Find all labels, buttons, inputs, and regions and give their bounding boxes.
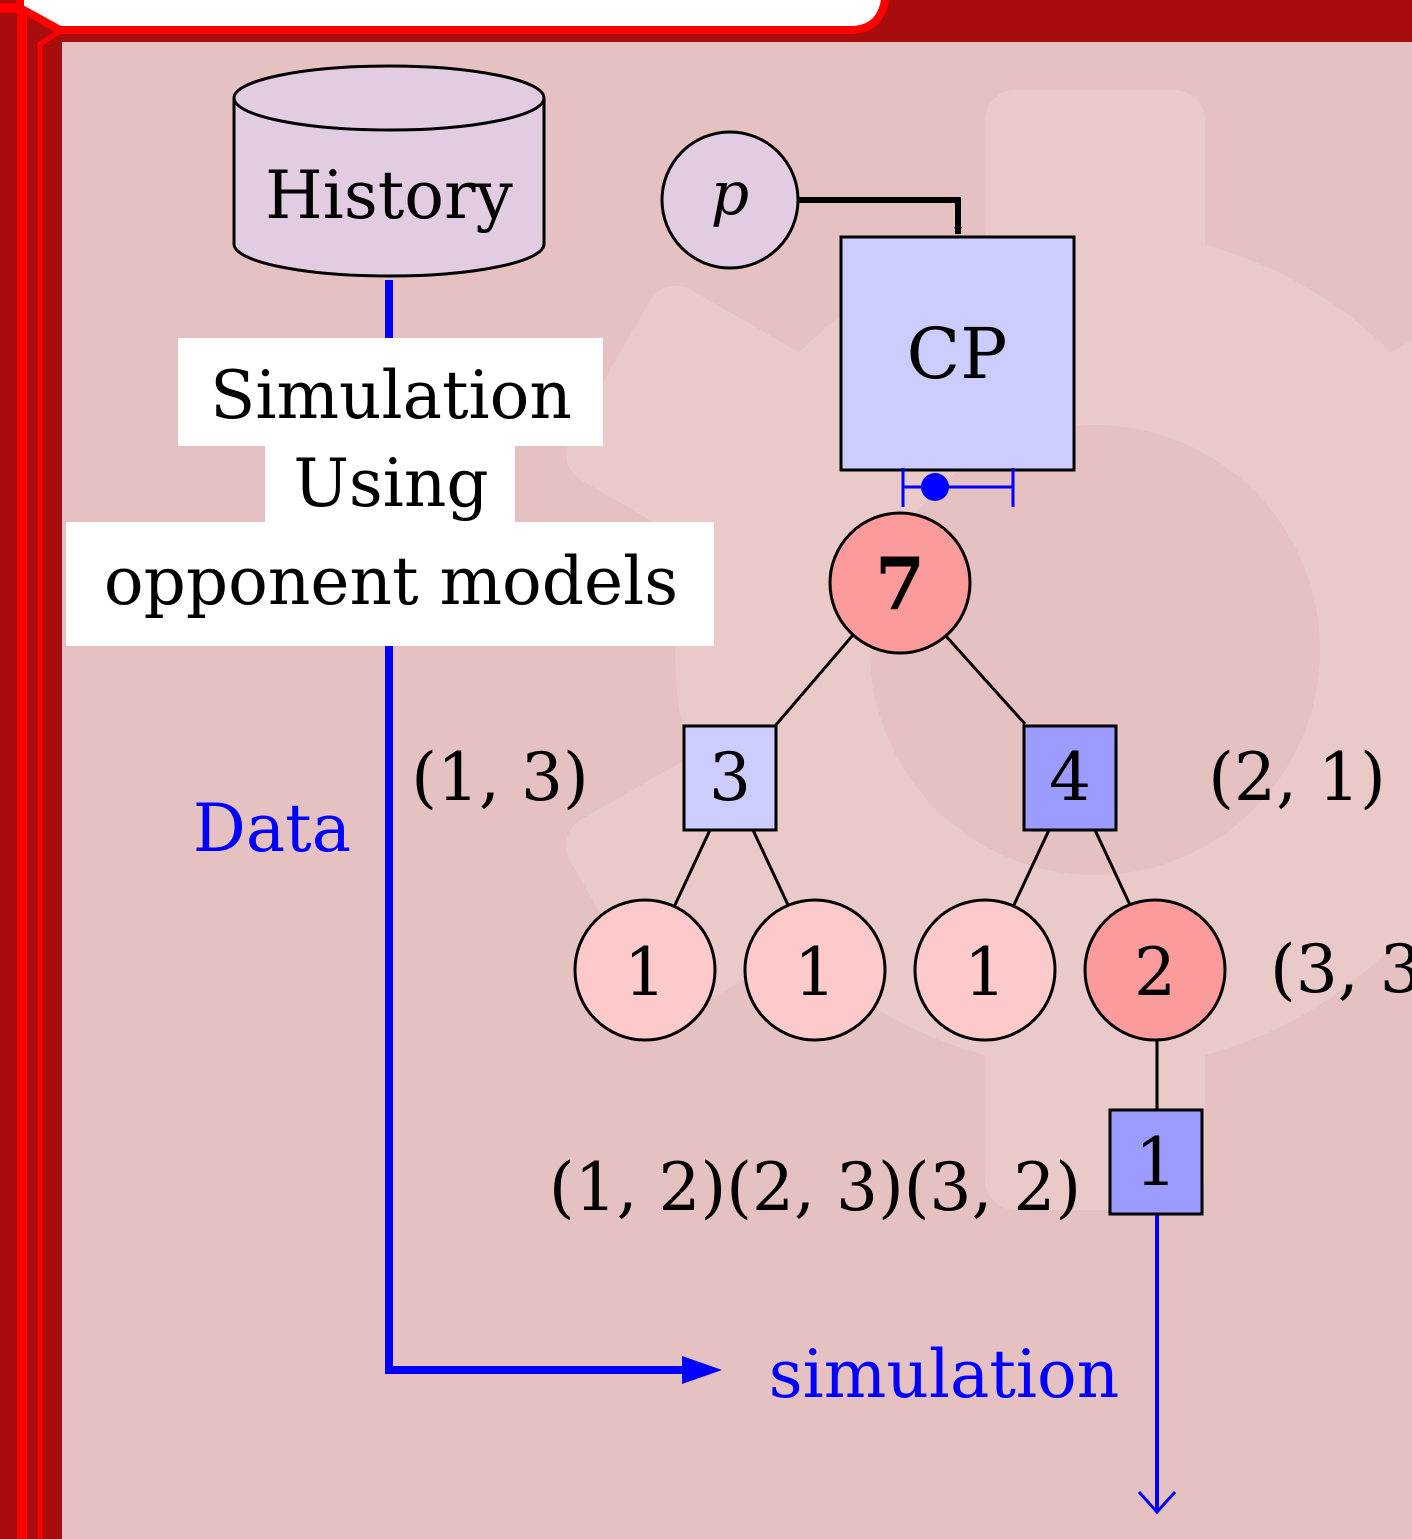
cp-box-label: CP	[907, 313, 1008, 395]
tree-right-value: 4	[1049, 739, 1091, 816]
tree-leaf-2	[743, 898, 887, 1042]
tree-leaf-2-value: 1	[794, 934, 836, 1011]
tree-right-node	[1022, 724, 1118, 832]
sim-label-line-3: opponent models	[104, 543, 678, 620]
tree-left-pair: (1, 3)	[411, 739, 588, 816]
sim-label-line-1: Simulation	[210, 357, 572, 434]
history-database: History	[232, 64, 546, 278]
tree-leaf-4-pair: (3, 3	[1270, 931, 1412, 1008]
edge-left-leaf1	[672, 829, 712, 908]
edge-left-leaf2	[751, 829, 791, 908]
tree-leaf-1	[573, 898, 717, 1042]
database-label: History	[265, 157, 513, 234]
tree-leaf-4-value: 2	[1134, 934, 1176, 1011]
database-cylinder-icon	[232, 98, 546, 278]
simulation-using-label: Simulation Using opponent models	[66, 338, 714, 646]
data-label: Data	[193, 790, 351, 867]
data-flow-arrowhead	[682, 1356, 722, 1384]
tree-left-node	[682, 724, 778, 832]
simulation-label: simulation	[769, 1336, 1119, 1413]
tree-root-value: 7	[875, 541, 925, 626]
cp-box	[839, 235, 1076, 472]
input-arrow	[798, 197, 962, 235]
edge-root-right	[943, 633, 1027, 726]
tree-leaf-3	[913, 898, 1057, 1042]
tree-leaf-4	[1083, 898, 1227, 1042]
tree-left-value: 3	[709, 739, 751, 816]
edge-right-leaf3	[1011, 829, 1051, 908]
sim-label-bg-1	[178, 338, 603, 446]
tree-right-pair: (2, 1)	[1208, 739, 1385, 816]
edge-right-leaf4	[1093, 829, 1133, 908]
gear-watermark-icon	[566, 90, 1412, 1210]
tree-bottom-node	[1108, 1108, 1204, 1216]
sim-label-line-2: Using	[293, 445, 488, 522]
title-tab	[16, 0, 889, 34]
sim-label-bg-2	[265, 446, 515, 522]
database-top	[232, 64, 546, 132]
tree-leaf-3-value: 1	[964, 934, 1006, 1011]
edge-root-left	[773, 634, 855, 727]
input-node-label: p	[711, 159, 749, 229]
simulation-down-arrowhead	[1137, 1490, 1177, 1515]
tree-leaf-1-value: 1	[624, 934, 666, 1011]
frame-accent-inner	[37, 27, 64, 1539]
sim-label-bg-3	[66, 522, 714, 646]
tree-root-node	[828, 511, 972, 655]
tree-bottom-pair: (1, 2)(2, 3)(3, 2)	[549, 1149, 1081, 1226]
cp-interval-marker	[901, 468, 1015, 507]
tree-edges	[672, 633, 1159, 1110]
tree-bottom-value: 1	[1135, 1124, 1177, 1201]
